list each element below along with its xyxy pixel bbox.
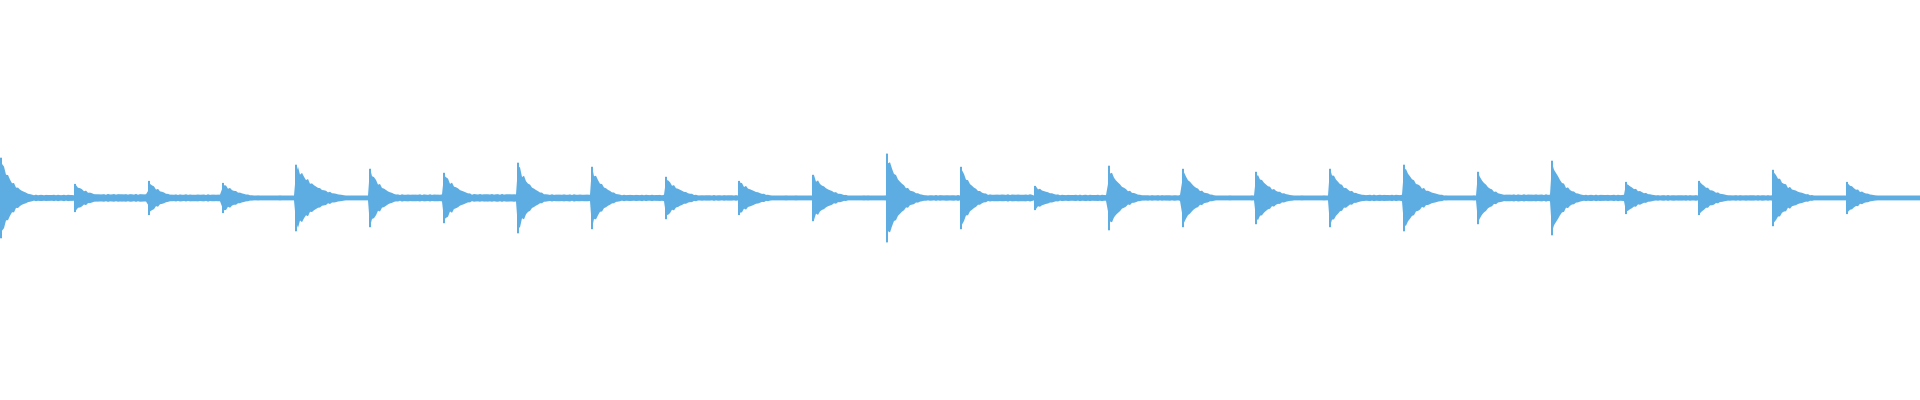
waveform-shape-group	[0, 153, 1920, 243]
